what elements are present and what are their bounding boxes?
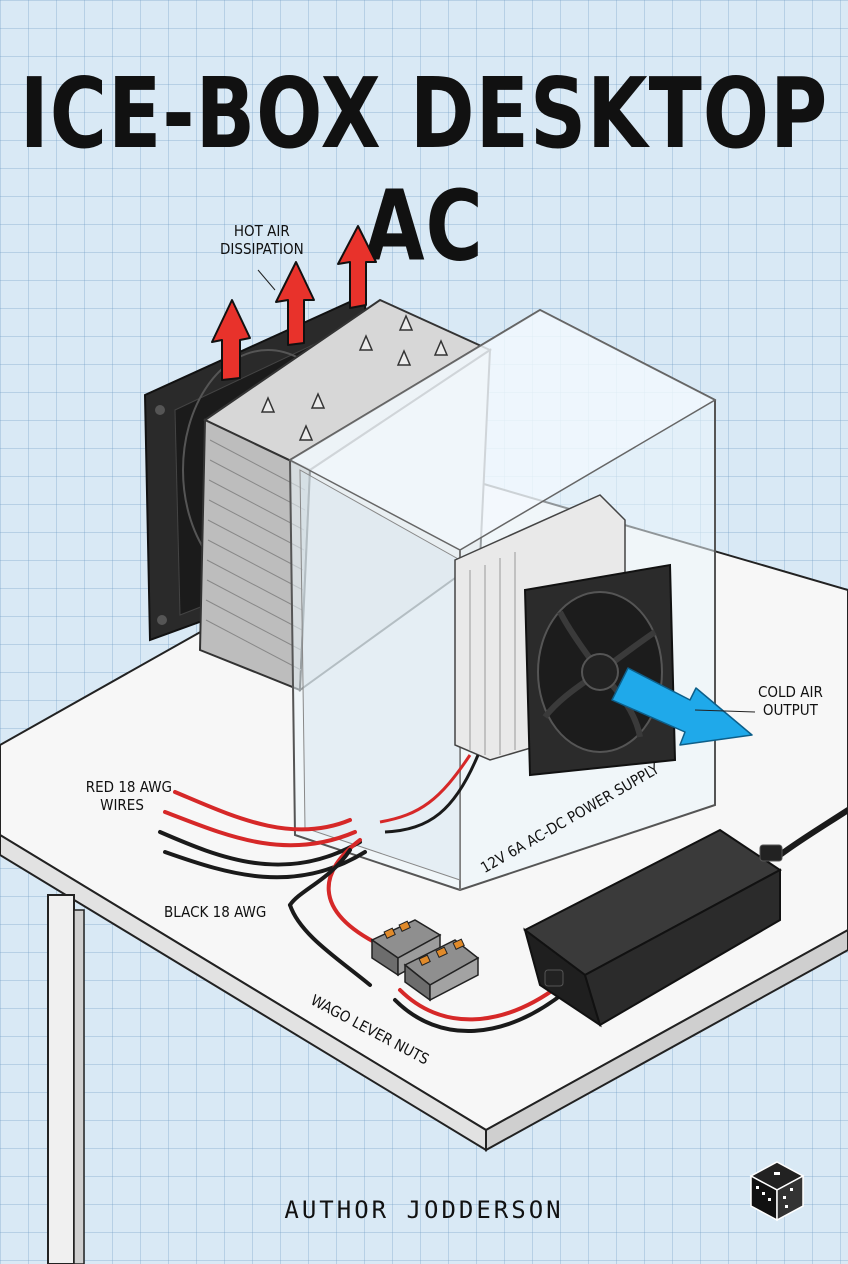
leader-lines [257,269,756,713]
red-wires-label-line2: WIRES [100,796,144,814]
red-wires-label: RED 18 AWG WIRES [72,778,172,814]
publisher-cube-logo [749,1161,805,1222]
red-wires-label-line1: RED 18 AWG [85,778,172,796]
author-credit: AUTHOR JODDERSON [284,1196,564,1224]
poster-title: ICE-BOX DESKTOP AC [19,58,829,283]
hot-air-label-line2: DISSIPATION [220,240,304,258]
hot-air-label-line1: HOT AIR [233,222,290,240]
cold-air-label-line2: OUTPUT [762,701,818,719]
cold-air-label: COLD AIR OUTPUT [758,683,823,719]
cold-air-arrow [611,667,753,746]
cold-air-label-line1: COLD AIR [758,683,823,701]
black-wires-label: BLACK 18 AWG [164,903,267,921]
table-leg [47,894,75,1264]
hot-air-arrows [211,225,377,381]
hot-air-label: HOT AIR DISSIPATION [220,222,304,258]
wiring [158,790,848,1034]
wago-connectors [370,919,480,1002]
front-fan [523,563,677,777]
power-supply-brick [523,828,783,1028]
